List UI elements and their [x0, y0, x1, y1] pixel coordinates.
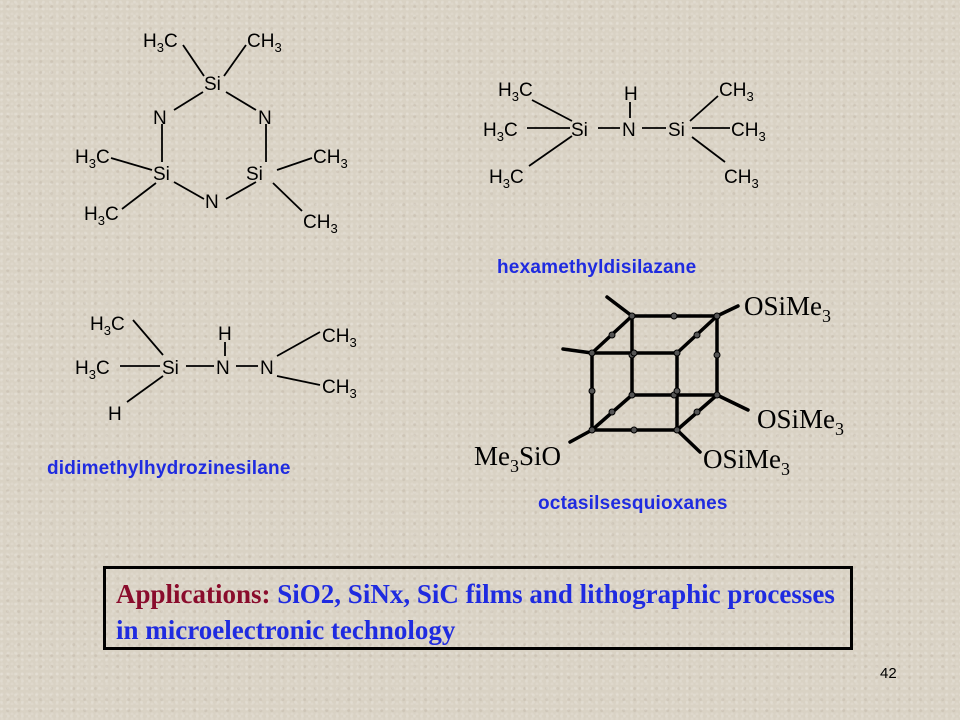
methyl-label: CH3 [303, 212, 338, 236]
methyl-label: CH3 [724, 167, 759, 191]
slide-number: 42 [880, 665, 897, 682]
nitrogen-atom: N [260, 358, 274, 379]
methyl-label: CH3 [322, 326, 357, 350]
applications-label: Applications: [116, 579, 271, 609]
silicon-atom: Si [571, 120, 588, 141]
me3sio-label: Me3SiO [474, 441, 561, 476]
silicon-atom: Si [162, 358, 179, 379]
hydrogen-atom: H [218, 324, 232, 345]
methyl-label: CH3 [322, 377, 357, 401]
nitrogen-atom: N [622, 120, 636, 141]
hydrogen-atom: H [108, 404, 122, 425]
methyl-label: CH3 [247, 31, 282, 55]
methyl-label: CH3 [731, 120, 766, 144]
caption-hexamethyldisilazane: hexamethyldisilazane [497, 257, 697, 278]
silicon-atom: Si [153, 164, 170, 185]
osime3-label: OSiMe3 [757, 404, 844, 439]
silicon-atom: Si [668, 120, 685, 141]
methyl-label: CH3 [719, 80, 754, 104]
nitrogen-atom: N [258, 108, 272, 129]
silicon-atom: Si [204, 74, 221, 95]
hexamethyldisilazane-structure: H3C H3C H3C Si H N Si CH3 CH3 CH3 [483, 80, 766, 191]
caption-octasilsesquioxanes: octasilsesquioxanes [538, 493, 728, 514]
cyclotrisilazane-structure: H3C CH3 Si N N Si Si N H3C H3C CH3 CH3 [75, 31, 348, 236]
applications-text: SiO2, SiNx, SiC films and lithographic p… [116, 579, 835, 645]
methyl-label: H3C [90, 314, 125, 338]
applications-box: Applications: SiO2, SiNx, SiC films and … [103, 566, 853, 650]
didimethylhydrozinesilane-structure: H3C H3C H Si H N N CH3 CH3 [75, 314, 357, 425]
methyl-label: H3C [84, 204, 119, 228]
nitrogen-atom: N [216, 358, 230, 379]
caption-didimethylhydrozinesilane: didimethylhydrozinesilane [47, 458, 291, 479]
methyl-label: CH3 [313, 147, 348, 171]
osime3-label: OSiMe3 [744, 291, 831, 326]
methyl-label: H3C [483, 120, 518, 144]
methyl-label: H3C [75, 147, 110, 171]
hydrogen-atom: H [624, 84, 638, 105]
silicon-atom: Si [246, 164, 263, 185]
nitrogen-atom: N [153, 108, 167, 129]
nitrogen-atom: N [205, 192, 219, 213]
octasilsesquioxane-cage: OSiMe3 OSiMe3 OSiMe3 Me3SiO [474, 291, 844, 479]
cage-atom-dots [588, 312, 721, 434]
methyl-label: H3C [75, 358, 110, 382]
methyl-label: H3C [489, 167, 524, 191]
methyl-label: H3C [498, 80, 533, 104]
methyl-label: H3C [143, 31, 178, 55]
osime3-label: OSiMe3 [703, 444, 790, 479]
